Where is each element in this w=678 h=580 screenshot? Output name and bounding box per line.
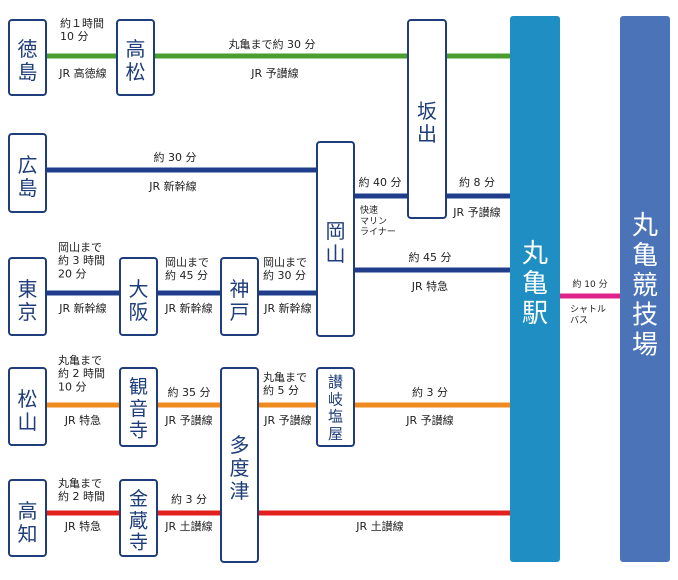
- station-takamatsu: 高松: [116, 19, 155, 96]
- kanonji-line-label: JR 予讃線: [164, 413, 212, 427]
- tokyo-line-label: JR 新幹線: [58, 301, 106, 315]
- svg-text:東京: 東京: [18, 277, 38, 324]
- svg-text:広島: 広島: [18, 153, 38, 200]
- dosan-line-label: JR 土讃線: [355, 519, 403, 533]
- osaka-time-label: 岡山まで約 45 分: [165, 256, 209, 282]
- station-tadotsu: 多度津: [220, 367, 259, 563]
- matsuyama-line-label: JR 特急: [64, 413, 101, 427]
- marine-time-label: 約 40 分: [359, 175, 402, 189]
- tadotsu-line-label: JR 予讃線: [263, 413, 311, 427]
- station-okayama: 岡山: [316, 141, 355, 337]
- marine-name-label: 快速マリンライナー: [360, 204, 396, 238]
- sakaide-time-label: 約 8 分: [459, 175, 495, 189]
- hiroshima-time-label: 約 30 分: [154, 150, 197, 164]
- shioya-line-label: JR 予讃線: [405, 413, 453, 427]
- svg-text:観音寺: 観音寺: [129, 376, 148, 442]
- svg-text:高知: 高知: [18, 499, 38, 546]
- svg-text:多度津: 多度津: [230, 433, 250, 503]
- shuttle-time-label: 約 10 分: [572, 278, 607, 290]
- station-matsuyama: 松山: [8, 367, 47, 446]
- route-lines: [46, 53, 620, 516]
- station-tokushima: 徳島: [8, 19, 47, 96]
- shioya-time-label: 約 3 分: [412, 385, 448, 399]
- station-hiroshima: 広島: [8, 133, 47, 213]
- kobe-line-label: JR 新幹線: [263, 301, 311, 315]
- shuttle-name-label: シャトルバス: [570, 305, 606, 326]
- takamatsu-time-label: 丸亀まで約 30 分: [229, 37, 316, 51]
- marugame-stadium-label: 丸亀競技場: [632, 211, 658, 361]
- station-kanonji: 観音寺: [119, 367, 158, 447]
- svg-text:徳島: 徳島: [18, 37, 38, 84]
- kobe-time-label: 岡山まで約 30 分: [263, 256, 307, 282]
- svg-text:高松: 高松: [126, 37, 146, 84]
- svg-text:讃岐塩屋: 讃岐塩屋: [328, 373, 343, 443]
- station-boxes: 徳島 高松 坂出 広島 岡山 東京 大阪 神戸: [8, 19, 447, 563]
- kanonji-time-label: 約 35 分: [168, 385, 211, 399]
- marugame-stadium-block: 丸亀競技場: [620, 16, 670, 562]
- svg-text:金蔵寺: 金蔵寺: [129, 488, 148, 554]
- hiroshima-line-label: JR 新幹線: [148, 179, 196, 193]
- kinzoji-time-label: 約 3 分: [171, 492, 207, 506]
- sakaide-line-label: JR 予讃線: [452, 205, 500, 219]
- svg-text:神戸: 神戸: [230, 277, 250, 324]
- station-sakaide: 坂出: [407, 19, 447, 219]
- station-sanukishioya: 讃岐塩屋: [316, 367, 355, 447]
- kochi-line-label: JR 特急: [64, 519, 101, 533]
- kochi-time-label: 丸亀まで約 2 時間: [58, 476, 105, 503]
- station-tokyo: 東京: [8, 257, 47, 336]
- svg-text:岡山: 岡山: [326, 219, 346, 266]
- station-kinzoji: 金蔵寺: [119, 479, 158, 557]
- tokushima-line-label: JR 高徳線: [58, 66, 106, 80]
- okayama-line-label: JR 特急: [411, 279, 448, 293]
- station-kobe: 神戸: [220, 257, 259, 336]
- marugame-station-block: 丸亀駅: [510, 16, 560, 562]
- station-kochi: 高知: [8, 479, 47, 557]
- svg-text:松山: 松山: [18, 387, 38, 434]
- station-osaka: 大阪: [119, 257, 158, 336]
- svg-text:大阪: 大阪: [129, 277, 149, 324]
- svg-text:坂出: 坂出: [417, 99, 437, 146]
- okayama-time-label: 約 45 分: [409, 250, 452, 264]
- kinzoji-line-label: JR 土讃線: [164, 519, 212, 533]
- osaka-line-label: JR 新幹線: [164, 301, 212, 315]
- takamatsu-line-label: JR 予讃線: [250, 66, 298, 80]
- marugame-station-label: 丸亀駅: [522, 239, 548, 329]
- tadotsu-time-label: 丸亀まで約 5 分: [263, 370, 307, 397]
